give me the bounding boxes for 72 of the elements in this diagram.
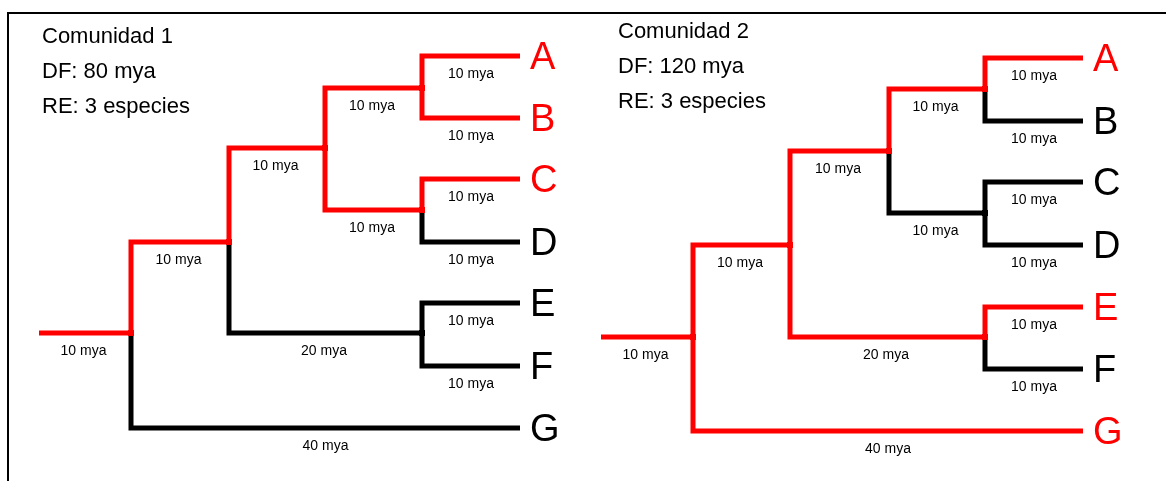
tree-branch	[982, 92, 1083, 124]
species-label: D	[520, 220, 558, 264]
edge-label: 10 mya	[446, 375, 496, 391]
header-text: Comunidad 1	[42, 22, 173, 50]
species-label: B	[1083, 99, 1119, 143]
tree-branch	[982, 340, 1083, 372]
tree-branch	[982, 216, 1083, 248]
tree-branch	[982, 179, 1083, 210]
species-label: B	[520, 96, 556, 140]
edge-label: 10 mya	[153, 251, 204, 267]
edge-label: 10 mya	[1009, 254, 1059, 270]
species-label: A	[1083, 36, 1119, 80]
tree-branch	[226, 145, 322, 239]
edge-label: 10 mya	[446, 127, 496, 143]
tree-branch	[322, 151, 419, 213]
tree-branch	[226, 245, 419, 336]
edge-label: 10 mya	[347, 97, 397, 113]
tree-branch	[886, 154, 982, 216]
edge-label: 10 mya	[1009, 316, 1059, 332]
species-label: G	[520, 406, 560, 450]
edge-label: 10 mya	[446, 251, 496, 267]
edge-label: 10 mya	[446, 65, 496, 81]
tree-branch	[690, 340, 1083, 434]
tree-branch	[787, 248, 982, 340]
tree-branch	[419, 213, 520, 245]
species-label: C	[1083, 160, 1121, 204]
tree-branch	[419, 300, 520, 330]
edge-label: 10 mya	[910, 98, 961, 114]
header-text: DF: 80 mya	[42, 57, 156, 85]
tree-branch	[39, 330, 128, 336]
edge-label: 10 mya	[250, 157, 301, 173]
tree-branch	[322, 85, 419, 145]
header-text: RE: 3 especies	[618, 87, 766, 115]
header-text: Comunidad 2	[618, 17, 749, 45]
species-label: G	[1083, 409, 1123, 453]
species-label: E	[1083, 285, 1119, 329]
edge-label: 10 mya	[1009, 378, 1059, 394]
tree-branch	[690, 242, 787, 334]
edge-label: 10 mya	[910, 222, 961, 238]
edge-label: 40 mya	[863, 440, 913, 456]
tree-branch	[128, 336, 520, 431]
tree-branch	[419, 176, 520, 207]
edge-label: 10 mya	[58, 342, 109, 358]
edge-label: 10 mya	[347, 219, 397, 235]
edge-label: 10 mya	[446, 188, 496, 204]
edge-label: 10 mya	[446, 312, 496, 328]
edge-label: 10 mya	[1009, 130, 1059, 146]
tree-branch	[128, 239, 226, 330]
edge-label: 20 mya	[861, 346, 911, 362]
header-text: RE: 3 especies	[42, 92, 190, 120]
edge-label: 10 mya	[620, 346, 671, 362]
tree-branch	[982, 55, 1083, 86]
species-label: C	[520, 157, 558, 201]
species-label: A	[520, 34, 556, 78]
tree-branch	[886, 86, 982, 148]
tree-branch	[787, 148, 886, 242]
edge-label: 20 mya	[299, 342, 349, 358]
tree-branch	[419, 91, 520, 121]
species-label: E	[520, 281, 556, 325]
tree-branch	[419, 336, 520, 369]
edge-label: 10 mya	[1009, 191, 1059, 207]
tree-branch	[419, 53, 520, 85]
edge-label: 10 mya	[813, 160, 863, 176]
tree-branch	[601, 334, 690, 340]
edge-label: 10 mya	[1009, 67, 1059, 83]
edge-label: 40 mya	[300, 437, 351, 453]
edge-label: 10 mya	[715, 254, 765, 270]
species-label: D	[1083, 223, 1121, 267]
species-label: F	[520, 344, 554, 388]
species-label: F	[1083, 347, 1117, 391]
tree-branch	[982, 304, 1083, 334]
header-text: DF: 120 mya	[618, 52, 744, 80]
